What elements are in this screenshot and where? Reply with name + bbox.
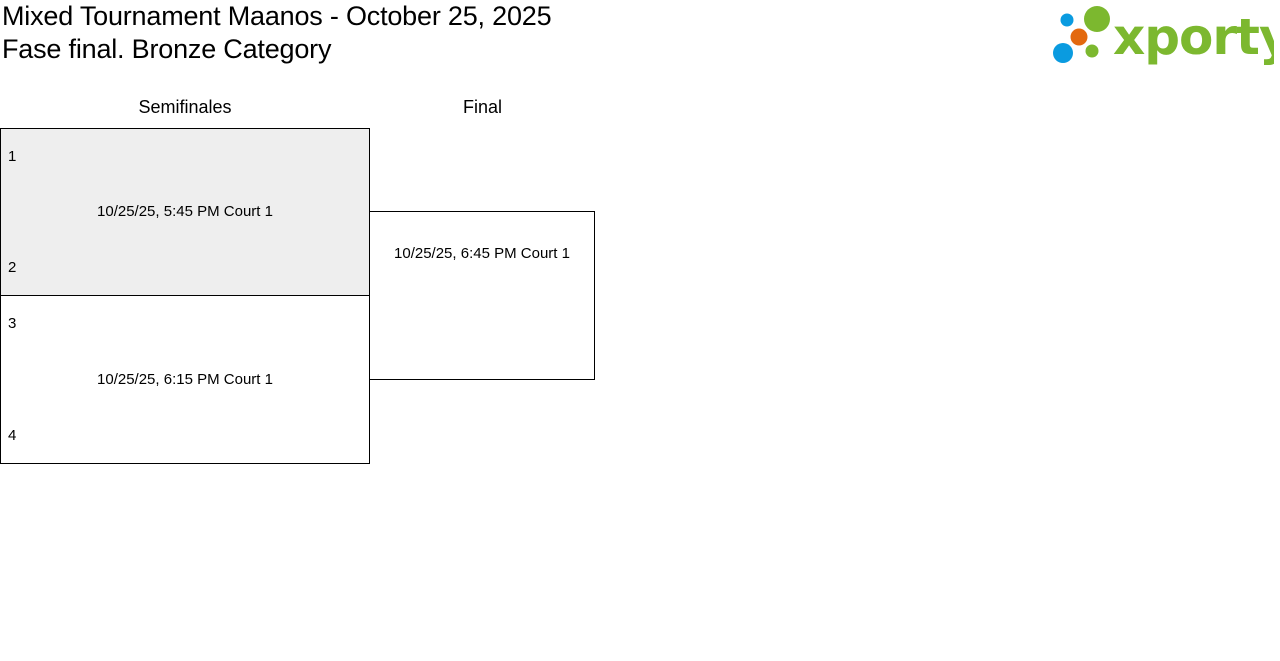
semifinal-1-top-seed: 1: [8, 148, 17, 165]
semifinal-match-1[interactable]: 1 10/25/25, 5:45 PM Court 1 2: [0, 128, 370, 296]
page-title: Mixed Tournament Maanos - October 25, 20…: [2, 1, 552, 31]
semifinal-2-top-seed: 3: [8, 315, 17, 332]
logo-dot-green-large: [1084, 6, 1110, 32]
logo-dot-blue-large: [1053, 43, 1073, 63]
semifinal-1-bottom-seed: 2: [8, 259, 17, 276]
semifinal-match-2[interactable]: 3 10/25/25, 6:15 PM Court 1 4: [0, 295, 370, 464]
logo-wordmark: xporty: [1113, 8, 1274, 66]
title-block: Mixed Tournament Maanos - October 25, 20…: [2, 0, 552, 66]
round-header-final: Final: [462, 97, 502, 117]
semifinal-2-bottom-seed: 4: [8, 427, 17, 444]
semifinal-1-schedule: 10/25/25, 5:45 PM Court 1: [97, 203, 273, 220]
final-match[interactable]: 10/25/25, 6:45 PM Court 1: [369, 211, 595, 380]
logo-dot-green-small: [1085, 44, 1099, 58]
semifinal-2-schedule: 10/25/25, 6:15 PM Court 1: [97, 371, 273, 388]
page-subtitle: Fase final. Bronze Category: [2, 34, 332, 64]
xporty-logo: xporty: [1052, 4, 1274, 66]
logo-dot-orange: [1070, 28, 1088, 46]
logo-dot-blue-small: [1060, 13, 1074, 27]
final-schedule: 10/25/25, 6:45 PM Court 1: [394, 245, 570, 262]
round-header-semifinal: Semifinales: [138, 97, 232, 117]
